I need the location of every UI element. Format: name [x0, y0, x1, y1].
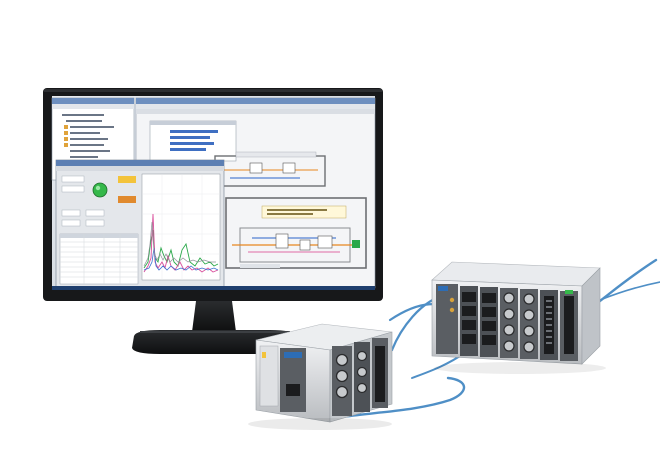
large-daq-chassis [431, 261, 601, 365]
chassis-module-bnc [500, 288, 518, 358]
data-table [59, 233, 139, 285]
monitor-bezel-highlight [44, 89, 382, 92]
small-chassis-module-bnc [332, 346, 352, 416]
taskbar [52, 286, 375, 290]
monitor-stand-neck [192, 301, 236, 332]
chassis-module-ethernet-2 [480, 287, 498, 357]
monitor [43, 88, 383, 354]
small-daq-chassis [248, 323, 393, 430]
chassis-module-terminal-2 [560, 290, 578, 361]
waveform-chart [141, 173, 221, 281]
small-chassis-module-bnc-2 [354, 342, 370, 412]
ethernet-port-icon [286, 384, 300, 396]
front-panel-titlebar [56, 160, 224, 166]
chassis-module-bnc-2 [520, 289, 538, 359]
chart-series-grey [143, 221, 216, 267]
front-panel-window [55, 159, 225, 289]
block-diagram-titlebar [136, 98, 375, 104]
chassis-module-terminal [540, 290, 558, 360]
bnc-connector-icon [503, 292, 515, 304]
led-indicator-icon [92, 182, 108, 198]
small-chassis-module-terminal [372, 338, 388, 408]
chassis-module-ethernet [460, 286, 478, 356]
